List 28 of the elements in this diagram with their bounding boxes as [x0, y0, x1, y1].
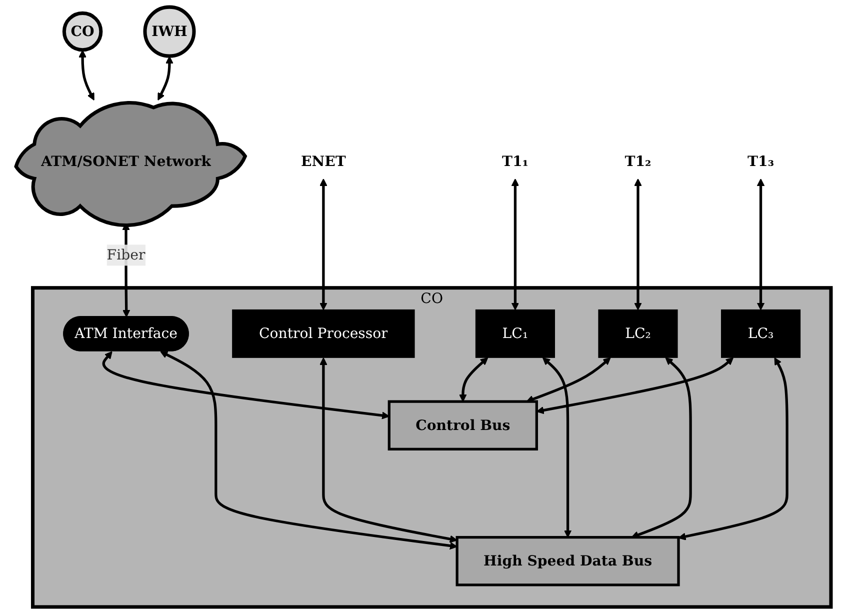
arrow [511, 178, 520, 310]
node-text: T1₂ [624, 152, 652, 170]
arrow [634, 178, 642, 310]
arrow [78, 50, 94, 100]
node-text: T1₁ [502, 152, 528, 170]
node-box: LC₁ [475, 309, 555, 358]
arrow [160, 351, 458, 550]
arrow [320, 178, 328, 310]
arrow [542, 357, 572, 538]
arrow [158, 56, 174, 100]
node-box: LC₂ [598, 309, 678, 358]
arrow [631, 357, 692, 538]
node-text: ENET [300, 152, 346, 170]
node-box: Control Processor [232, 309, 415, 358]
node-text: T1₃ [748, 152, 774, 170]
arrow [678, 357, 788, 540]
arrow [526, 357, 611, 403]
edge-label: Fiber [106, 246, 146, 264]
node-box: LC₃ [720, 309, 801, 358]
arrow [459, 357, 488, 402]
node-box: Control Bus [388, 400, 538, 450]
node-box: High Speed Data Bus [456, 536, 680, 586]
arrow [102, 351, 390, 420]
arrow [536, 357, 734, 414]
node-circle: IWH [143, 5, 196, 58]
node-circle: CO [62, 11, 103, 52]
arrow [756, 178, 765, 310]
arrow [320, 357, 458, 543]
